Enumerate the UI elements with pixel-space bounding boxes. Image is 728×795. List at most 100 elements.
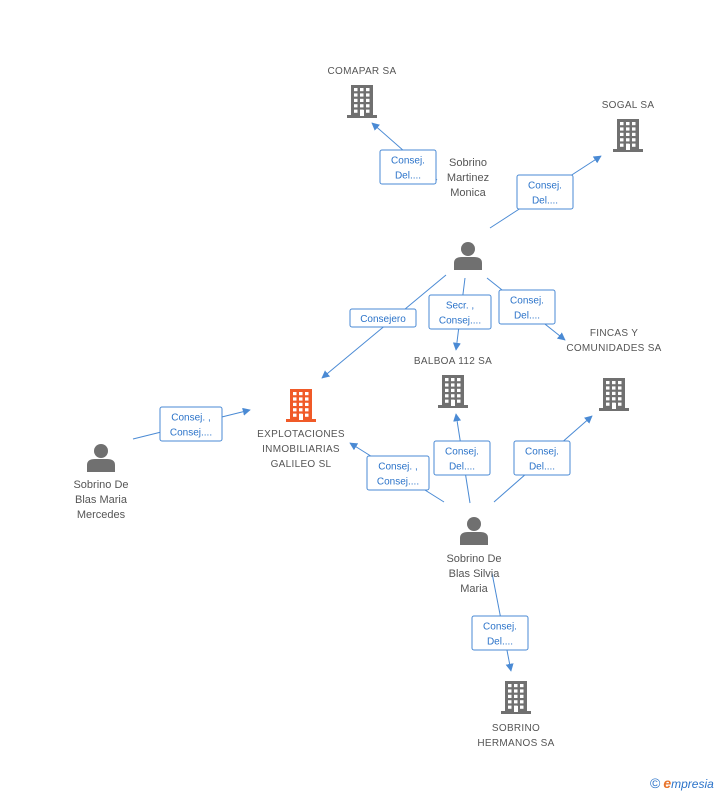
edge-label-e5[interactable]: Consej.Del....: [498, 289, 556, 325]
edge-label-box[interactable]: [159, 406, 223, 442]
node-label[interactable]: Blas Maria: [75, 494, 128, 506]
building-base: [438, 405, 468, 408]
node-balboa[interactable]: BALBOA 112 SA: [414, 356, 492, 408]
building-door: [514, 706, 518, 712]
building-window: [354, 88, 358, 92]
building-icon[interactable]: [613, 119, 643, 152]
edge-label-e9[interactable]: Consej.Del....: [513, 440, 571, 476]
edge-label-text: Consej. ,: [378, 462, 417, 473]
building-window: [445, 399, 449, 403]
building-door: [360, 110, 364, 116]
edge-label-box[interactable]: [498, 289, 556, 325]
node-label[interactable]: COMAPAR SA: [328, 66, 397, 77]
edge-label-box[interactable]: [513, 440, 571, 476]
node-label[interactable]: Sobrino De: [73, 479, 128, 491]
edge-label-box[interactable]: [349, 308, 417, 328]
building-window: [606, 397, 610, 401]
building-window: [520, 684, 524, 688]
node-label[interactable]: COMUNIDADES SA: [566, 343, 661, 354]
edge-label-text: Consej. ,: [171, 413, 210, 424]
edge-label-e7[interactable]: Consej. ,Consej....: [366, 455, 430, 491]
building-icon[interactable]: [438, 375, 468, 408]
building-window: [620, 138, 624, 142]
building-window: [620, 143, 624, 147]
node-label[interactable]: Sobrino De: [446, 553, 501, 565]
edge-label-text: Consej.: [391, 156, 425, 167]
building-window: [293, 397, 297, 401]
building-window: [618, 397, 622, 401]
building-icon[interactable]: [501, 681, 531, 714]
node-comapar[interactable]: COMAPAR SA: [328, 66, 397, 118]
person-icon[interactable]: [454, 242, 482, 270]
node-label[interactable]: FINCAS Y: [590, 328, 638, 339]
edge-label-e10[interactable]: Consej.Del....: [471, 615, 529, 651]
node-label[interactable]: GALILEO SL: [271, 459, 332, 470]
building-window: [620, 132, 624, 136]
edge-label-e1[interactable]: Consej.Del....: [379, 149, 437, 185]
building-window: [305, 408, 309, 412]
brand-name-rest: mpresia: [671, 777, 714, 791]
edge-label-box[interactable]: [366, 455, 430, 491]
person-icon[interactable]: [460, 517, 488, 545]
building-window: [612, 397, 616, 401]
node-explot[interactable]: EXPLOTACIONES INMOBILIARIAS GALILEO SL: [257, 389, 345, 470]
building-window: [366, 109, 370, 113]
node-label[interactable]: Mercedes: [77, 509, 126, 521]
edge-label-e4[interactable]: Secr. ,Consej....: [428, 294, 492, 330]
person-icon[interactable]: [87, 444, 115, 472]
node-label[interactable]: EXPLOTACIONES: [257, 429, 345, 440]
node-hermanos[interactable]: SOBRINO HERMANOS SA: [477, 681, 554, 749]
building-icon[interactable]: [599, 378, 629, 411]
node-sogal[interactable]: SOGAL SA: [602, 100, 655, 152]
building-window: [606, 402, 610, 406]
node-fincas[interactable]: FINCAS Y COMUNIDADES SA: [566, 328, 661, 411]
node-label[interactable]: Maria: [460, 583, 488, 595]
building-window: [451, 388, 455, 392]
building-window: [508, 694, 512, 698]
node-label[interactable]: Martinez: [447, 172, 489, 184]
node-label[interactable]: HERMANOS SA: [477, 738, 554, 749]
building-window: [606, 391, 610, 395]
building-window: [514, 700, 518, 704]
building-door: [612, 403, 616, 409]
node-label[interactable]: SOGAL SA: [602, 100, 655, 111]
edge-label-box[interactable]: [433, 440, 491, 476]
building-window: [620, 122, 624, 126]
person-body: [454, 257, 482, 270]
edge-label-box[interactable]: [516, 174, 574, 210]
building-window: [626, 122, 630, 126]
edge-label-box[interactable]: [379, 149, 437, 185]
edge-label-text: Secr. ,: [446, 301, 474, 312]
building-window: [520, 694, 524, 698]
building-window: [354, 93, 358, 97]
building-base: [286, 419, 316, 422]
building-window: [360, 104, 364, 108]
building-window: [299, 392, 303, 396]
building-window: [618, 381, 622, 385]
node-label[interactable]: INMOBILIARIAS: [262, 444, 340, 455]
edge-label-e6[interactable]: Consej. ,Consej....: [159, 406, 223, 442]
building-icon[interactable]: [286, 389, 316, 422]
building-window: [620, 127, 624, 131]
building-icon[interactable]: [347, 85, 377, 118]
edge-label-e8[interactable]: Consej.Del....: [433, 440, 491, 476]
edge-label-e2[interactable]: Consej.Del....: [516, 174, 574, 210]
empresia-brand[interactable]: ©empresia: [650, 775, 714, 791]
edge-label-e3[interactable]: Consejero: [349, 308, 417, 328]
edge-label-box[interactable]: [471, 615, 529, 651]
node-label[interactable]: Monica: [450, 187, 486, 199]
building-window: [305, 397, 309, 401]
building-window: [451, 383, 455, 387]
building-window: [299, 402, 303, 406]
node-label[interactable]: Sobrino: [449, 157, 487, 169]
node-label[interactable]: SOBRINO: [492, 723, 540, 734]
copyright-symbol: ©: [650, 775, 661, 791]
building-window: [632, 132, 636, 136]
node-label[interactable]: Blas Silvia: [449, 568, 501, 580]
building-window: [293, 408, 297, 412]
node-label[interactable]: BALBOA 112 SA: [414, 356, 492, 367]
edge-label-box[interactable]: [428, 294, 492, 330]
